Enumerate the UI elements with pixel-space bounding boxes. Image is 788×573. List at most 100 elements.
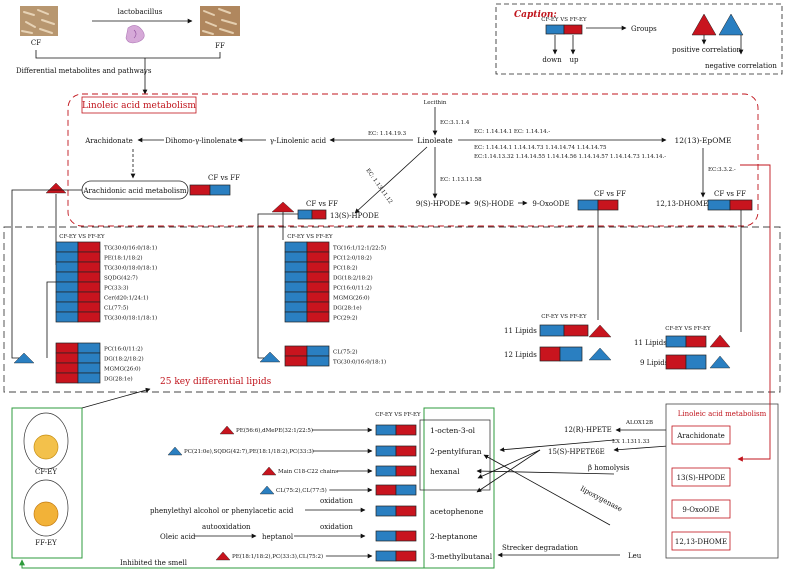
lipid-label: DG(28:1e) — [333, 305, 362, 312]
oxo-group-label: CF-EY VS FF-EY — [541, 314, 587, 320]
dhome: 12,13-DHOME — [656, 200, 708, 208]
dihomo-gamma-linolenate: Dihomo-γ-linolenate — [165, 137, 237, 145]
oleic-acid: Oleic acid — [160, 533, 196, 541]
volatile-label: 2-heptanone — [430, 532, 478, 541]
pathway-link-arrow — [737, 164, 771, 462]
lipid-label: PE(18:1/18:2) — [104, 255, 143, 262]
ec-epome-2: EC: 1.14.14.1 1.14.14.73 1.14.14.74 1.14… — [474, 145, 607, 151]
dh-9-lipids: 9 Lipids — [640, 359, 669, 367]
cf-ey-label: CF-EY — [35, 468, 57, 476]
bacteria-icon — [125, 25, 145, 44]
lipid-label: CL(75:2) — [333, 349, 358, 356]
lacto-label: lactobacillus — [118, 8, 163, 16]
volatile-lipid-label: CL(75:2),CL(77:5) — [276, 487, 327, 494]
lipid-cf-bar — [55, 352, 79, 364]
lipid-label: PC(29:2) — [333, 315, 358, 322]
pathway-region — [67, 93, 759, 227]
lipid-ff-bar — [306, 241, 330, 253]
epome: 12(13)-EpOME — [674, 136, 731, 145]
pathway-title-box — [81, 96, 197, 114]
lipid-group-3: TG(16:1/12:1/22:5) PC(12:0/18:2) PC(18:2) D… — [284, 241, 386, 323]
hpode13-cf-bar — [297, 209, 313, 220]
lipid-cf-bar — [55, 261, 79, 273]
correlation-triangle-icon — [259, 485, 275, 495]
lipid-cf-bar — [55, 372, 79, 384]
caption-up: up — [570, 56, 580, 64]
lipid-cf-bar — [284, 281, 308, 293]
alox12b: ALOX12B — [625, 420, 653, 426]
vol-cf-bar — [375, 550, 397, 562]
lipid-cf-bar — [55, 251, 79, 263]
lipid-ff-bar — [77, 241, 101, 253]
volatile-label: 2-pentylfuran — [430, 447, 482, 456]
g2-negative-triangle-icon — [13, 352, 35, 364]
rb-9-oxoode: 9-OxoODE — [682, 506, 719, 514]
oxo9-cf-bar — [577, 199, 599, 211]
egg-panel: CF-EY FF-EY — [11, 407, 83, 559]
lipid-ff-bar — [77, 251, 101, 263]
lipid-cf-bar — [55, 241, 79, 253]
g1-group-label: CF-EY VS FF-EY — [59, 234, 105, 240]
vol-cf-bar — [375, 445, 397, 457]
dh-9-ff-bar — [685, 354, 707, 370]
lipid-cf-bar — [284, 241, 308, 253]
caption-red-swatch — [563, 24, 583, 35]
cf-label: CF — [31, 39, 41, 47]
rb-13-hpode: 13(S)-HPODE — [677, 474, 726, 482]
ec-hpode: EC: 1.13.11.12 — [364, 168, 393, 206]
lipid-ff-bar — [306, 345, 330, 357]
lipid-cf-bar — [284, 291, 308, 303]
lipid-group-4: CL(75:2)TG(30:0/16:0/18:1) — [284, 345, 386, 367]
volatile-label: acetophenone — [430, 507, 484, 516]
volatile-lipid-label: Main C18-C22 chains — [278, 469, 338, 475]
lipid-label: PC(16:0/11:2) — [333, 285, 372, 292]
vol-cf-bar — [375, 530, 397, 542]
lipid-label: PC(12:0/18:2) — [333, 255, 372, 262]
hode-9s: 9(S)-HODE — [474, 200, 514, 208]
oxo9-ff-bar — [597, 199, 619, 211]
volatiles-panel — [423, 407, 495, 569]
lipid-label: PC(16:0/11:2) — [104, 346, 143, 353]
lipid-label: PC(18:2) — [333, 265, 358, 272]
lipid-cf-bar — [284, 271, 308, 283]
lipid-ff-bar — [77, 261, 101, 273]
inhibit-label: Inhibited the smell — [120, 559, 188, 567]
volatile-lipid-label: PE(56:6),dMePE(32:1/22:5) — [236, 427, 313, 434]
lipid-ff-bar — [77, 291, 101, 303]
arachidonic-acid-metabolism: Arachidonic acid metabolism — [82, 187, 186, 195]
caption-negative: negative correlation — [705, 62, 777, 70]
ff-ey-label: FF-EY — [35, 539, 57, 547]
vol-ff-bar — [395, 550, 417, 562]
strecker: Strecker degradation — [502, 544, 579, 552]
ec-epome-1: EC: 1.14.14.1 EC: 1.14.14.- — [474, 129, 550, 135]
lipid-cf-bar — [284, 311, 308, 323]
lipid-cf-bar — [55, 362, 79, 374]
lipid-label: DG(28:1e) — [104, 376, 133, 383]
oxidation-1: oxidation — [320, 497, 353, 505]
gamma-linolenic-acid: γ-Linolenic acid — [270, 137, 327, 145]
inhibit-arrow — [19, 559, 430, 569]
lipid-cf-bar — [55, 271, 79, 283]
volatile-lipid-label: PE(18:1/18:2),PC(33:3),CL(75:2) — [232, 553, 323, 560]
lipid-cf-bar — [284, 345, 308, 357]
lipid-ff-bar — [306, 261, 330, 273]
lipid-label: DG(18:2/18:2) — [333, 275, 373, 282]
g4-negative-triangle-icon — [259, 351, 281, 363]
dh-11-lipids: 11 Lipids — [634, 339, 667, 347]
hpode-9s: 9(S)-HPODE — [416, 200, 460, 208]
volatile-lipid-label: PC(21:0e),SQDG(42:7),PE(18:1/18:2),PC(33… — [184, 448, 314, 455]
vol-ff-bar — [395, 424, 417, 436]
autoxidation: autooxidation — [202, 523, 251, 531]
lipid-ff-bar — [77, 372, 101, 384]
lipid-label: Cer(d20:1/24:1) — [104, 295, 148, 302]
lipid-ff-bar — [77, 281, 101, 293]
lipid-cf-bar — [284, 261, 308, 273]
beta-homolysis: β homolysis — [588, 464, 630, 472]
lipid-label: TG(30:0/18:1/18:1) — [104, 315, 157, 322]
rb-dhome: 12,13-DHOME — [675, 538, 727, 546]
lipid-label: MGMG(26:0) — [104, 366, 141, 373]
dh-9-cf-bar — [665, 354, 687, 370]
dhome-group-label: CF vs FF — [714, 190, 746, 198]
lipid-label: TG(16:1/12:1/22:5) — [333, 245, 386, 252]
